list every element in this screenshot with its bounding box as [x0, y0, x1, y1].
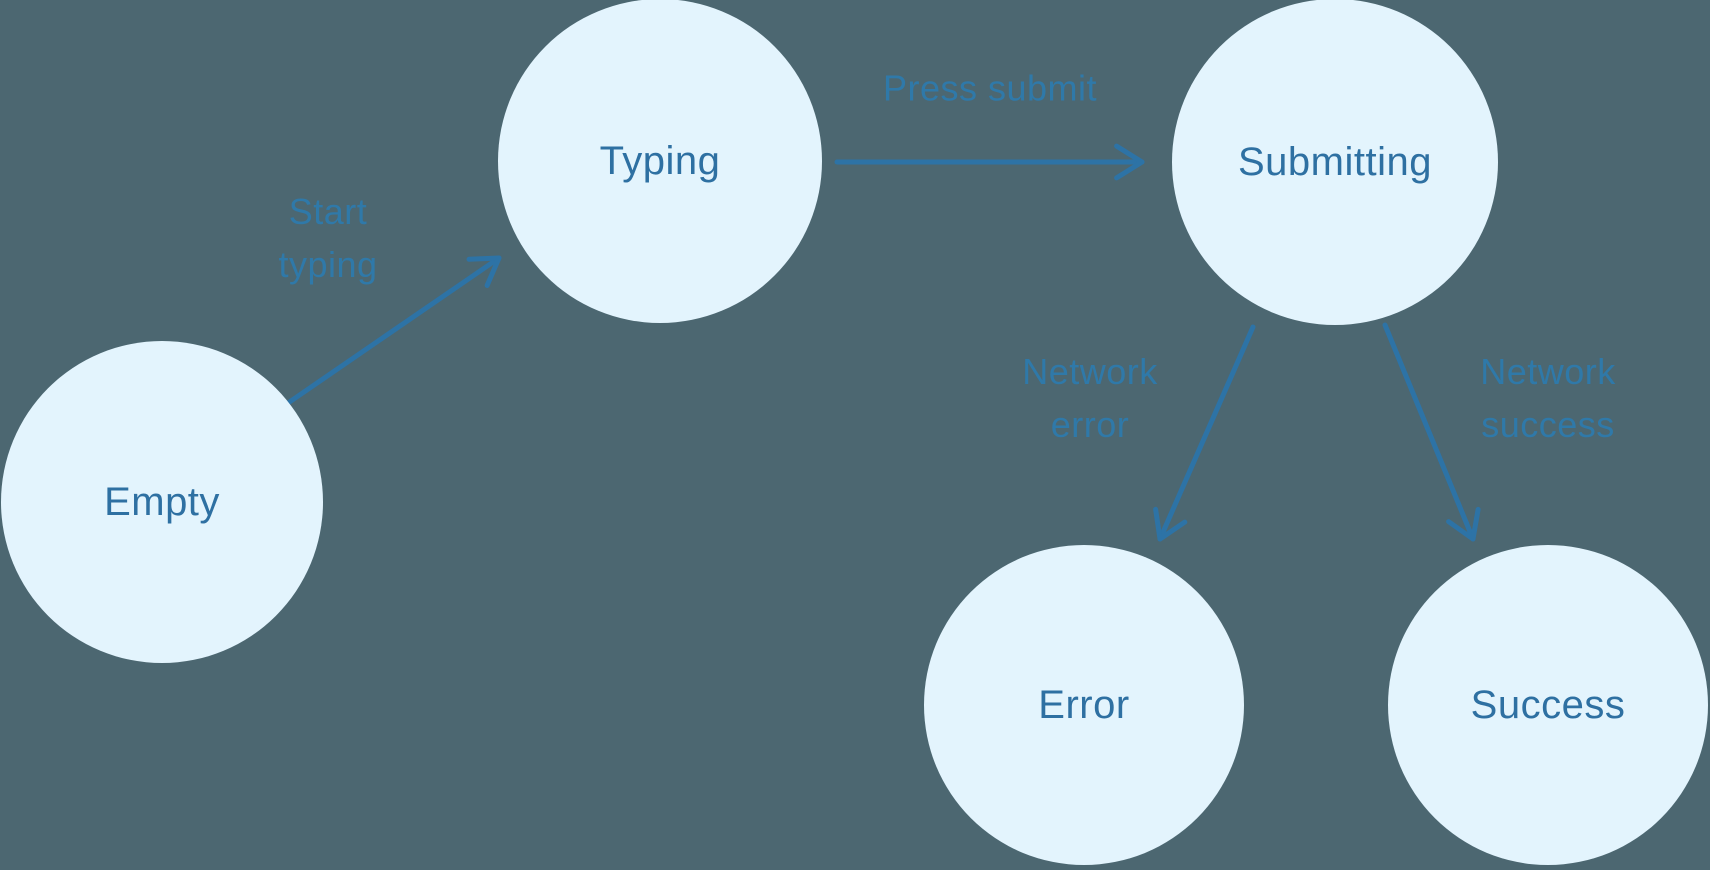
arrowhead-icon [466, 255, 502, 288]
state-node-label-submitting: Submitting [1238, 139, 1432, 184]
state-node-label-success: Success [1470, 682, 1626, 727]
edge-empty-typing [285, 255, 502, 406]
edge-label-line: success [1481, 404, 1615, 445]
edge-label-empty-typing: Start typing [278, 185, 377, 291]
edge-submitting-success [1382, 322, 1481, 542]
edge-label-line: Network [1480, 351, 1616, 392]
arrowhead-icon [1114, 143, 1145, 181]
edge-line-empty-typing [285, 255, 502, 406]
edge-label-line: Network [1022, 351, 1158, 392]
state-node-submitting: Submitting [1172, 0, 1498, 325]
edge-label-line: Press submit [882, 67, 1098, 109]
edge-label-line: typing [278, 244, 378, 285]
edge-label-submitting-error: Network error [1022, 345, 1158, 451]
edge-label-submitting-success: Network success [1480, 345, 1616, 451]
arrowhead-icon [1446, 506, 1481, 542]
state-node-label-empty: Empty [104, 479, 220, 524]
edge-label-typing-submitting: Press submit [883, 62, 1097, 115]
edge-typing-submitting [834, 143, 1145, 181]
state-node-label-error: Error [1038, 682, 1130, 727]
state-node-error: Error [924, 545, 1244, 865]
edge-submitting-error [1153, 324, 1256, 542]
edge-line-submitting-error [1157, 324, 1256, 542]
state-node-typing: Typing [498, 0, 822, 323]
arrowhead-icon [1153, 506, 1188, 542]
edge-label-line: Start [288, 191, 368, 232]
state-node-success: Success [1388, 545, 1708, 865]
state-node-empty: Empty [1, 341, 323, 663]
edge-label-line: error [1050, 404, 1130, 445]
edge-line-submitting-success [1382, 322, 1476, 542]
state-node-label-typing: Typing [599, 138, 721, 183]
